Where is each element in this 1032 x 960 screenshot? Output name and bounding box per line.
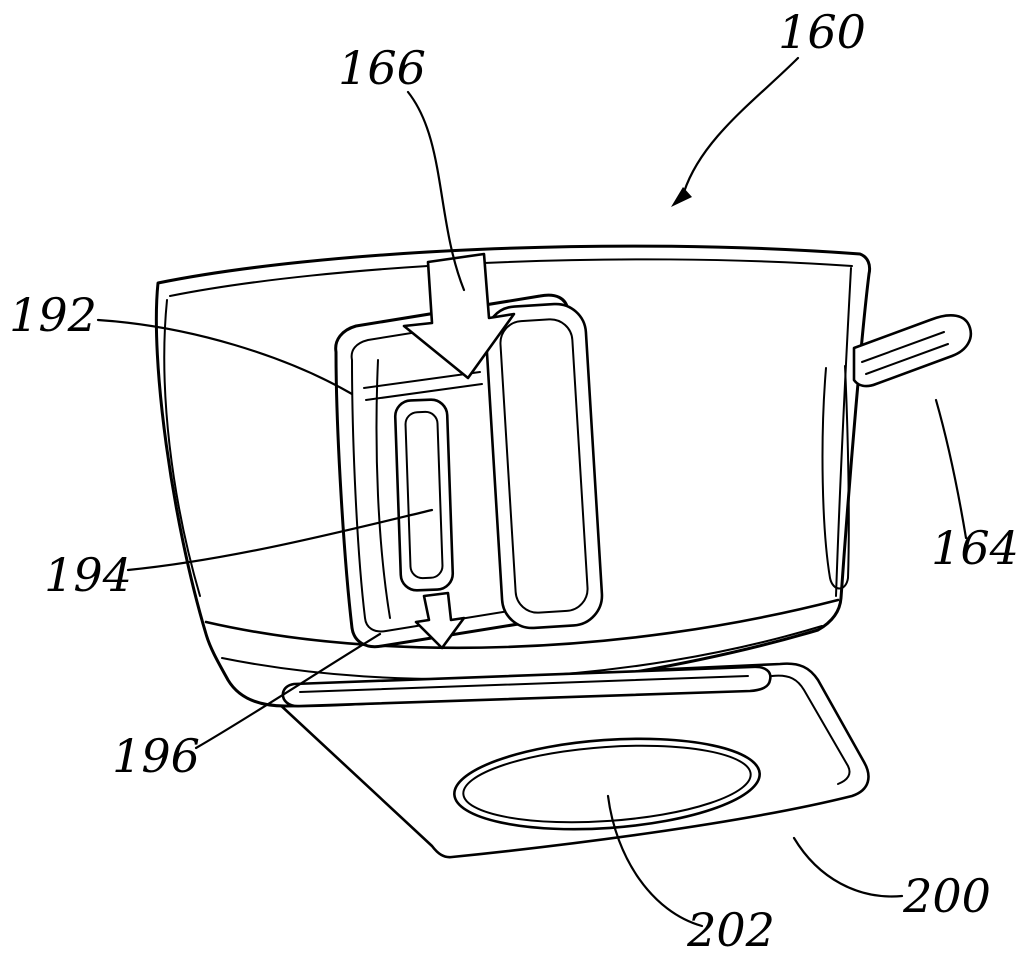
oval-opening bbox=[453, 737, 761, 831]
ref-label-192: 192 bbox=[9, 288, 97, 342]
insertion-arrow bbox=[402, 252, 516, 380]
clip-tower-left-column-line bbox=[375, 359, 391, 619]
leader-160-arrowhead bbox=[671, 187, 692, 207]
ref-label-200: 200 bbox=[902, 869, 991, 923]
clip-tower-right-column-inner bbox=[499, 318, 589, 614]
base-plate-edge-inner-line bbox=[771, 674, 851, 785]
plate-slot-outline bbox=[281, 665, 772, 708]
leader-192 bbox=[96, 318, 354, 396]
leader-202 bbox=[606, 794, 704, 928]
clip-tower-right-column-outer bbox=[484, 302, 604, 630]
ref-label-166: 166 bbox=[338, 41, 426, 95]
right-wall-inner-line bbox=[835, 267, 852, 597]
leader-160 bbox=[682, 56, 800, 194]
leader-200 bbox=[792, 836, 904, 898]
clip-tower-shelf-upper-line bbox=[363, 371, 481, 389]
ref-label-164: 164 bbox=[931, 521, 1019, 575]
ref-label-196: 196 bbox=[112, 729, 200, 783]
ref-label-160: 160 bbox=[778, 5, 866, 59]
latch-bar-inner bbox=[404, 410, 444, 580]
bottom-rim-upper-curve bbox=[204, 598, 840, 650]
reference-numerals: 166 160 192 194 196 164 200 202 bbox=[9, 5, 1019, 957]
ref-label-194: 194 bbox=[44, 548, 132, 602]
latch-bar bbox=[393, 398, 466, 650]
side-tab-outline bbox=[852, 314, 973, 388]
oval-opening-outer bbox=[453, 737, 761, 831]
side-tab-inner-line-1 bbox=[861, 331, 945, 363]
leader-166 bbox=[406, 90, 466, 292]
right-wall-groove bbox=[821, 365, 850, 590]
clip-tower-shelf-lower-line bbox=[365, 383, 483, 401]
leader-164 bbox=[934, 398, 968, 540]
side-tab bbox=[852, 314, 973, 388]
leader-lines bbox=[96, 56, 968, 928]
leader-196 bbox=[194, 632, 382, 750]
left-wall-inner-line bbox=[163, 299, 201, 597]
latch-bar-outer bbox=[393, 398, 455, 592]
small-down-arrow bbox=[414, 591, 466, 650]
side-tab-inner-line-2 bbox=[865, 343, 949, 375]
plate-slot bbox=[281, 665, 772, 708]
ref-label-202: 202 bbox=[686, 903, 775, 957]
leader-194 bbox=[126, 508, 434, 572]
plate-slot-inner-line bbox=[299, 675, 749, 693]
oval-opening-inner bbox=[462, 744, 752, 824]
